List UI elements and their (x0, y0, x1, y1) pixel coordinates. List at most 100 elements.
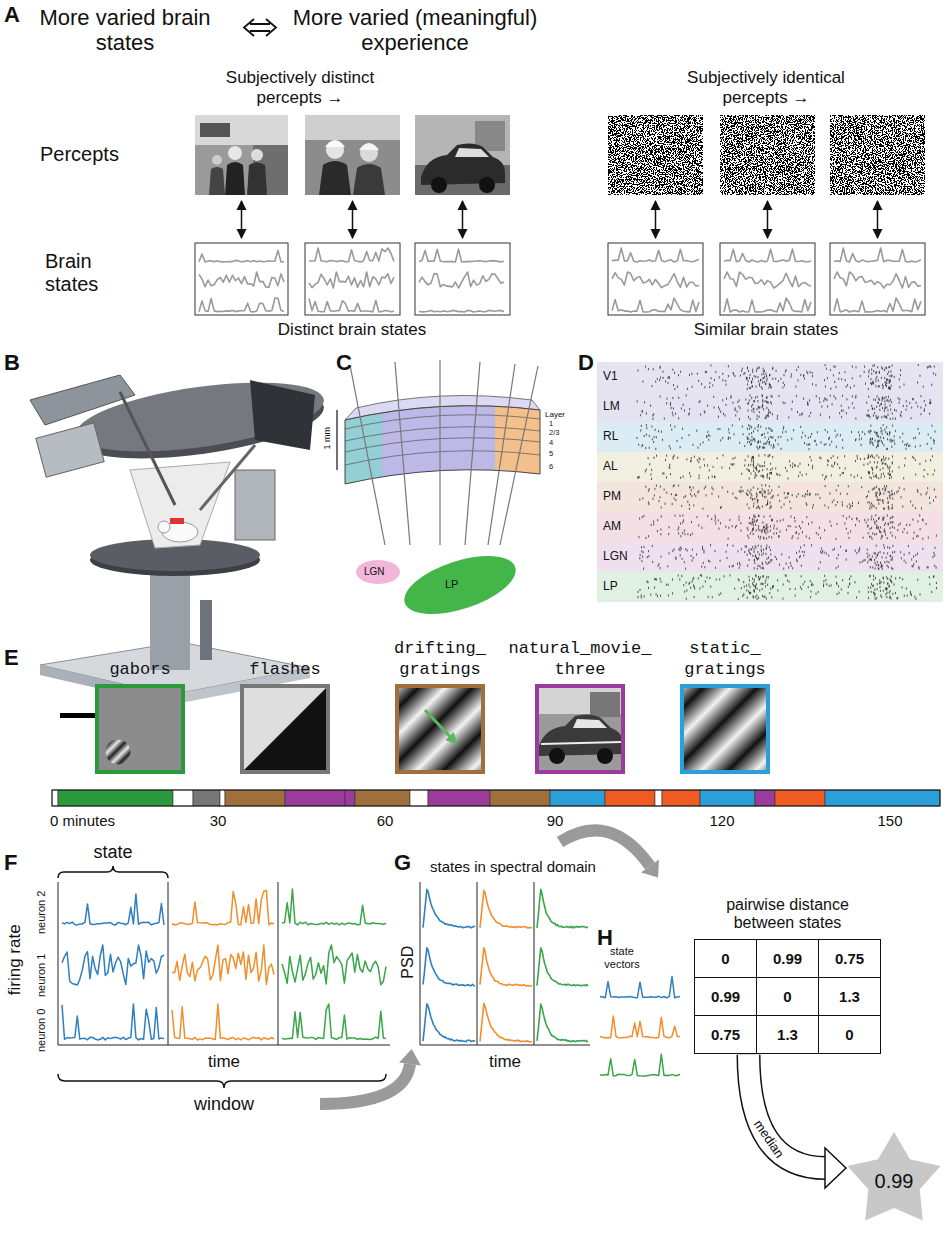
layer-number: 4 (549, 439, 553, 448)
brain-trace (309, 299, 394, 312)
firing-trace (62, 894, 164, 925)
timeline-segment (410, 790, 428, 806)
drawing-rect (720, 115, 815, 195)
region-band: LM (597, 392, 943, 422)
spike-raster (597, 362, 943, 392)
stimulus-heading: static_ gratings (650, 626, 800, 680)
axis-label: PSD (399, 946, 417, 979)
table-cell: 0.75 (695, 1016, 757, 1054)
drawing-g (305, 115, 400, 195)
stimulus-block: static_ gratings (650, 626, 800, 774)
spike-raster (597, 392, 943, 422)
drawing-g (199, 248, 921, 312)
timeline-segment (700, 790, 755, 806)
drawing-rect (200, 123, 230, 137)
drawing-g (415, 115, 510, 195)
timeline-segment (605, 790, 655, 806)
spikes (638, 454, 935, 480)
drawing-rect (305, 243, 400, 315)
brain-trace (724, 272, 811, 288)
drawing-circle (251, 149, 263, 161)
firing-trace (172, 891, 274, 925)
timeline-segment (550, 790, 605, 806)
table-cell: 1.3 (757, 1016, 819, 1054)
drawing-line (534, 882, 535, 1045)
drawing-g (242, 201, 878, 238)
region-band: V1 (597, 362, 943, 392)
axis-tick: 150 (865, 812, 915, 829)
drawing-line (395, 362, 410, 545)
brain-trace (724, 249, 811, 262)
drawing-circle (326, 141, 344, 159)
drawing-path (455, 148, 489, 157)
drawing-line (465, 362, 480, 545)
drawing-path (345, 451, 540, 465)
drawing-g (535, 684, 625, 774)
drawing-rect (720, 243, 815, 315)
spike-raster (597, 422, 943, 452)
psd-curve (537, 948, 588, 986)
timeline-segment (428, 790, 490, 806)
row-label: neuron 0 (36, 1008, 49, 1051)
drawing-g (350, 360, 538, 545)
drawing-path (345, 438, 540, 452)
brain-trace (309, 272, 394, 288)
brain-trace (834, 298, 921, 312)
spikes (638, 364, 936, 390)
drawing-circle (479, 177, 495, 193)
drawing-path (353, 164, 385, 195)
panel-letter: B (4, 350, 20, 375)
stimulus-block: flashes (210, 626, 360, 774)
drawing-line (350, 365, 385, 545)
table-cell: 0 (757, 978, 819, 1016)
stimulus-block: natural_movie_ three (505, 626, 655, 774)
drawing-rect (830, 243, 925, 315)
drawing-rect (590, 692, 620, 717)
drawing-rect (170, 518, 184, 524)
region-band: AL (597, 452, 943, 482)
drawing-circle (431, 177, 447, 193)
psd-curve (480, 1003, 532, 1042)
state-vector (600, 977, 680, 998)
region-label: PM (601, 489, 623, 504)
firing-trace (172, 1004, 274, 1040)
matrix-title: pairwise distance between states (703, 896, 873, 933)
panel-letter: G (394, 850, 411, 875)
drawing-path (209, 167, 225, 195)
plot-title: states in spectral domain (430, 858, 596, 875)
timeline-segment (285, 790, 345, 806)
axis-tick: 0 minutes (50, 812, 115, 829)
layer-number: 5 (549, 450, 553, 459)
brain-trace (199, 298, 284, 312)
drawing-g (58, 882, 590, 1045)
table-cell: 0.75 (819, 940, 881, 978)
drawing-rect (235, 470, 275, 540)
panel-letter: C (336, 350, 352, 375)
drawing-line (278, 882, 279, 1045)
area-label: LGN (364, 566, 385, 578)
drawing-g (244, 19, 276, 36)
drawing-polygon (240, 684, 330, 774)
brain-trace (724, 298, 811, 312)
table-cell: 0.99 (695, 978, 757, 1016)
region-label: AM (601, 519, 623, 534)
drawing-polygon (250, 380, 315, 450)
panel-letter: A (4, 2, 20, 27)
drawing-rect (830, 115, 925, 195)
drawing-path (319, 161, 351, 195)
brain-trace (199, 250, 284, 262)
region-band: LGN (597, 542, 943, 572)
drawing-rect (195, 115, 288, 145)
drawing-rect (95, 684, 185, 774)
spike-raster (597, 452, 943, 482)
spikes (640, 544, 936, 570)
stimulus-frame (395, 684, 485, 774)
arrow-head (825, 1148, 846, 1188)
brain-trace (834, 248, 921, 262)
stimulus-heading: gabors (65, 626, 215, 680)
scale-label: 1 mm (322, 427, 332, 450)
psd-curve (423, 1004, 475, 1042)
drawing-circle (549, 748, 565, 764)
